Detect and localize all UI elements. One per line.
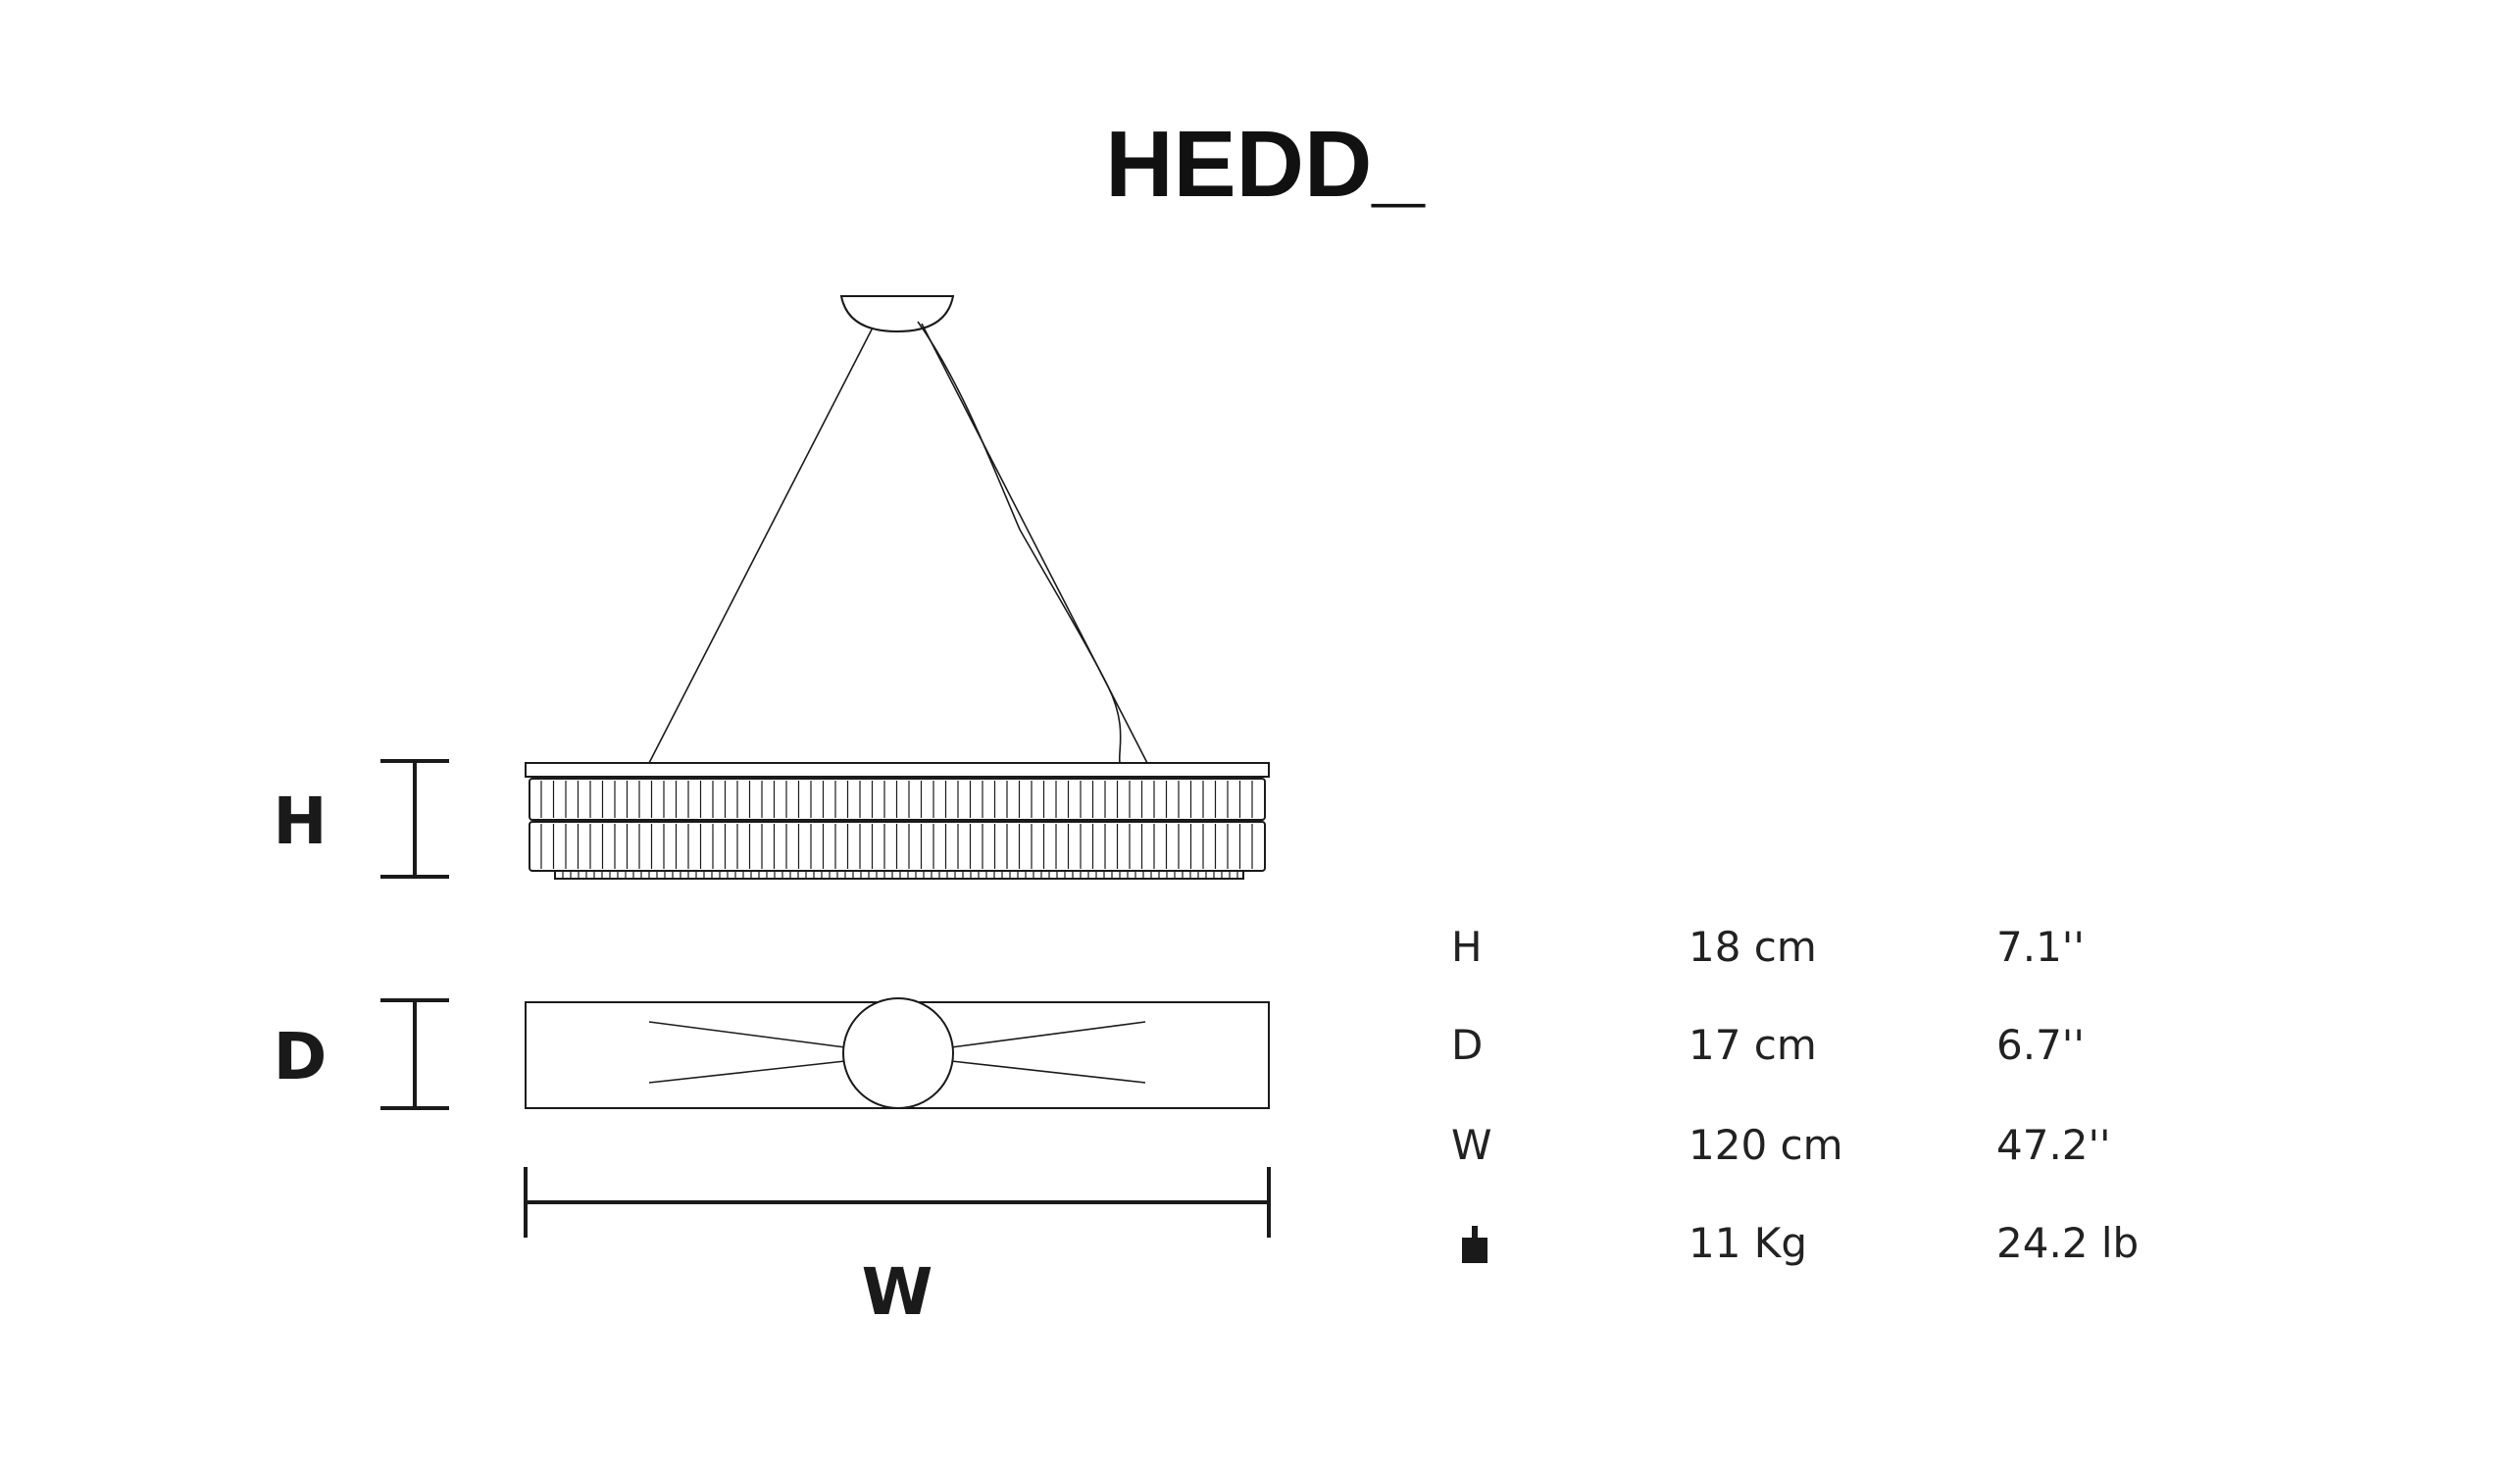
spec-metric: 18 cm	[1688, 923, 1817, 971]
power-cord	[917, 321, 1122, 764]
height-label: H	[273, 784, 327, 859]
depth-marker	[380, 998, 449, 1110]
spec-row-width: W 120 cm 47.2''	[1451, 1121, 2111, 1169]
spec-metric: 17 cm	[1688, 1021, 1817, 1069]
spec-row-height: H 18 cm 7.1''	[1451, 923, 2085, 971]
spec-label: W	[1451, 1121, 1492, 1169]
specs-table: H 18 cm 7.1'' D 17 cm 6.7'' W 120 cm 47.…	[1451, 923, 2139, 1267]
spec-imperial: 24.2 lb	[1996, 1219, 2139, 1267]
product-title: HEDD_	[1105, 112, 1426, 217]
weight-icon	[1462, 1226, 1487, 1263]
depth-label: D	[274, 1019, 328, 1094]
top-plate	[525, 762, 1270, 778]
suspension-cable-left	[648, 327, 874, 764]
top-view-canopy	[842, 997, 954, 1109]
height-marker	[380, 759, 449, 879]
width-label: W	[862, 1254, 933, 1330]
spec-imperial: 6.7''	[1996, 1021, 2085, 1069]
spec-row-depth: D 17 cm 6.7''	[1451, 1021, 2085, 1069]
lower-tier-slats	[540, 824, 1253, 869]
ceiling-canopy	[839, 295, 955, 333]
spec-metric: 11 Kg	[1688, 1219, 1807, 1267]
top-view	[525, 997, 1270, 1109]
spec-row-weight: 11 Kg 24.2 lb	[1462, 1219, 2139, 1267]
bottom-frill	[554, 870, 1244, 880]
top-view-cable	[648, 1021, 846, 1048]
spec-imperial: 47.2''	[1996, 1121, 2111, 1169]
spec-imperial: 7.1''	[1996, 923, 2085, 971]
bottom-frill-slats	[562, 872, 1238, 878]
front-view	[525, 295, 1270, 880]
spec-label: D	[1451, 1021, 1483, 1069]
upper-tier-slats	[540, 781, 1253, 818]
top-view-cable	[950, 1021, 1146, 1048]
top-view-cable	[648, 1060, 846, 1084]
top-view-cable	[950, 1060, 1146, 1084]
spec-metric: 120 cm	[1688, 1121, 1843, 1169]
spec-label: H	[1451, 923, 1483, 971]
width-marker	[524, 1167, 1271, 1238]
